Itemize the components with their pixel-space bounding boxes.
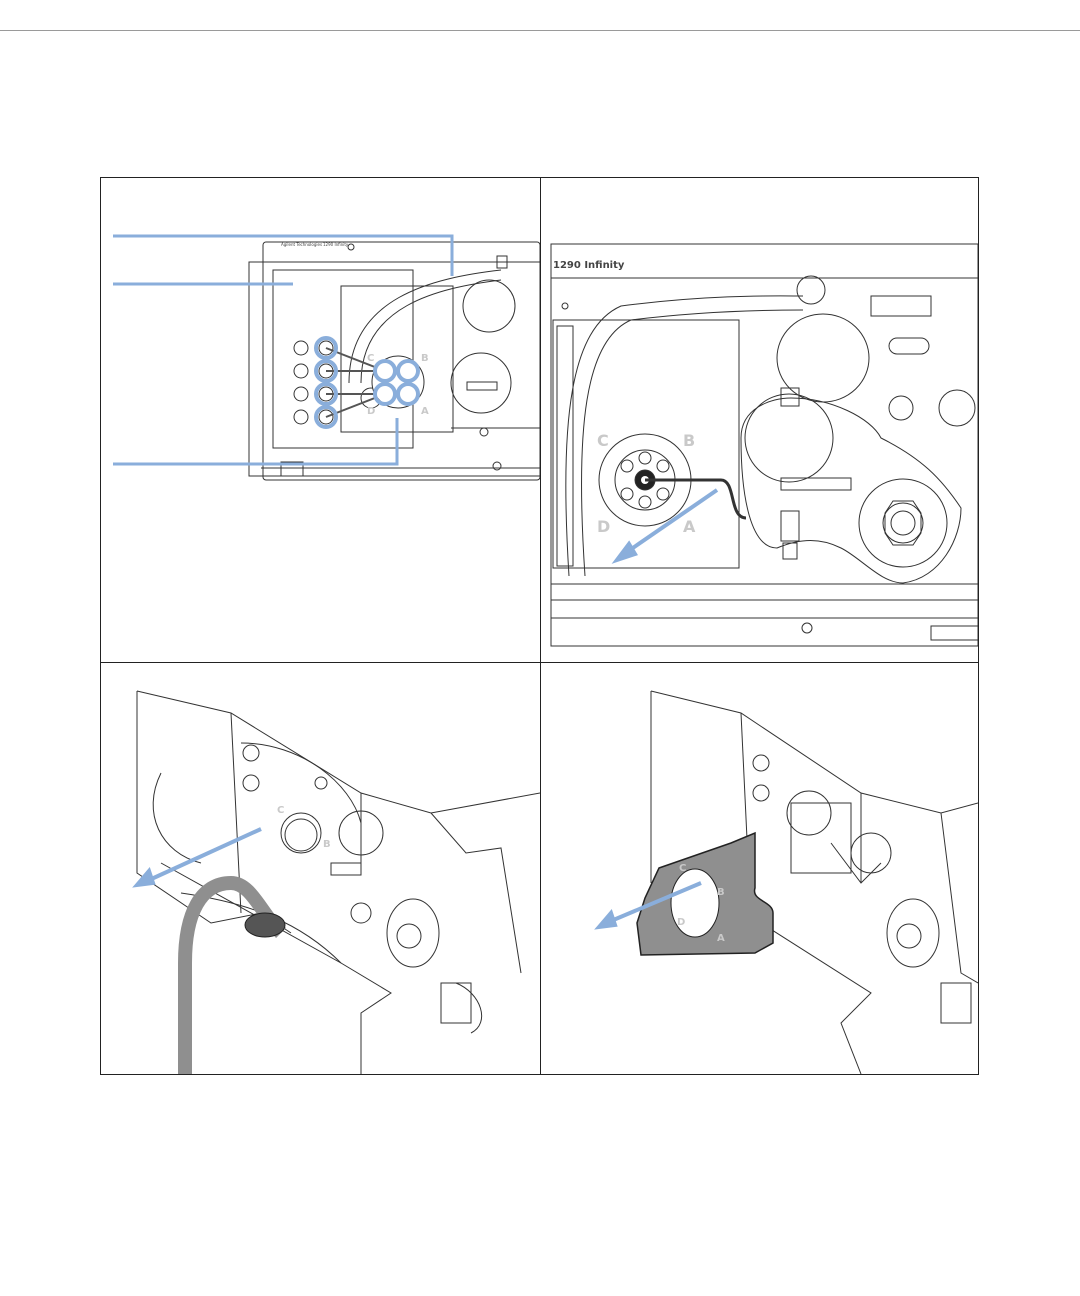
port-c-label-persp: C (277, 805, 284, 816)
port-d-label-cover: D (677, 917, 685, 928)
port-b-label-zoom: B (683, 431, 695, 450)
model-label: 1290 Infinity (323, 242, 349, 247)
capillary-removal-illustration: C B (101, 663, 540, 1074)
panel-top-left: Agilent Technologies 1290 Infinity C B (101, 178, 540, 662)
vendor-label: Agilent Technologies (281, 242, 322, 247)
panel-top-right: 1290 Infinity C B D A (541, 178, 978, 662)
port-d-label: D (367, 406, 375, 417)
cover-removal-illustration: C B D A (541, 663, 978, 1074)
model-label-large: 1290 Infinity (553, 260, 625, 271)
port-c-label-cover: C (679, 863, 686, 874)
valve-closeup-illustration: 1290 Infinity C B D A (541, 178, 978, 662)
port-a-label: A (421, 406, 429, 417)
port-c-label: C (367, 353, 374, 364)
port-b-label-persp: B (323, 839, 331, 850)
instrument-front-illustration: Agilent Technologies 1290 Infinity C B (101, 178, 540, 662)
header-rule (0, 30, 1080, 31)
port-a-label-zoom: A (683, 517, 696, 536)
removal-arrow-persp (137, 829, 261, 885)
panel-bottom-left: C B (101, 663, 540, 1074)
port-d-label-zoom: D (597, 517, 610, 536)
port-b-label-cover: B (717, 887, 725, 898)
port-b-label: B (421, 353, 429, 364)
port-a-label-cover: A (717, 933, 725, 944)
figure-grid: Agilent Technologies 1290 Infinity C B (100, 177, 979, 1075)
panel-bottom-right: C B D A (541, 663, 978, 1074)
port-c-label-zoom: C (597, 431, 609, 450)
